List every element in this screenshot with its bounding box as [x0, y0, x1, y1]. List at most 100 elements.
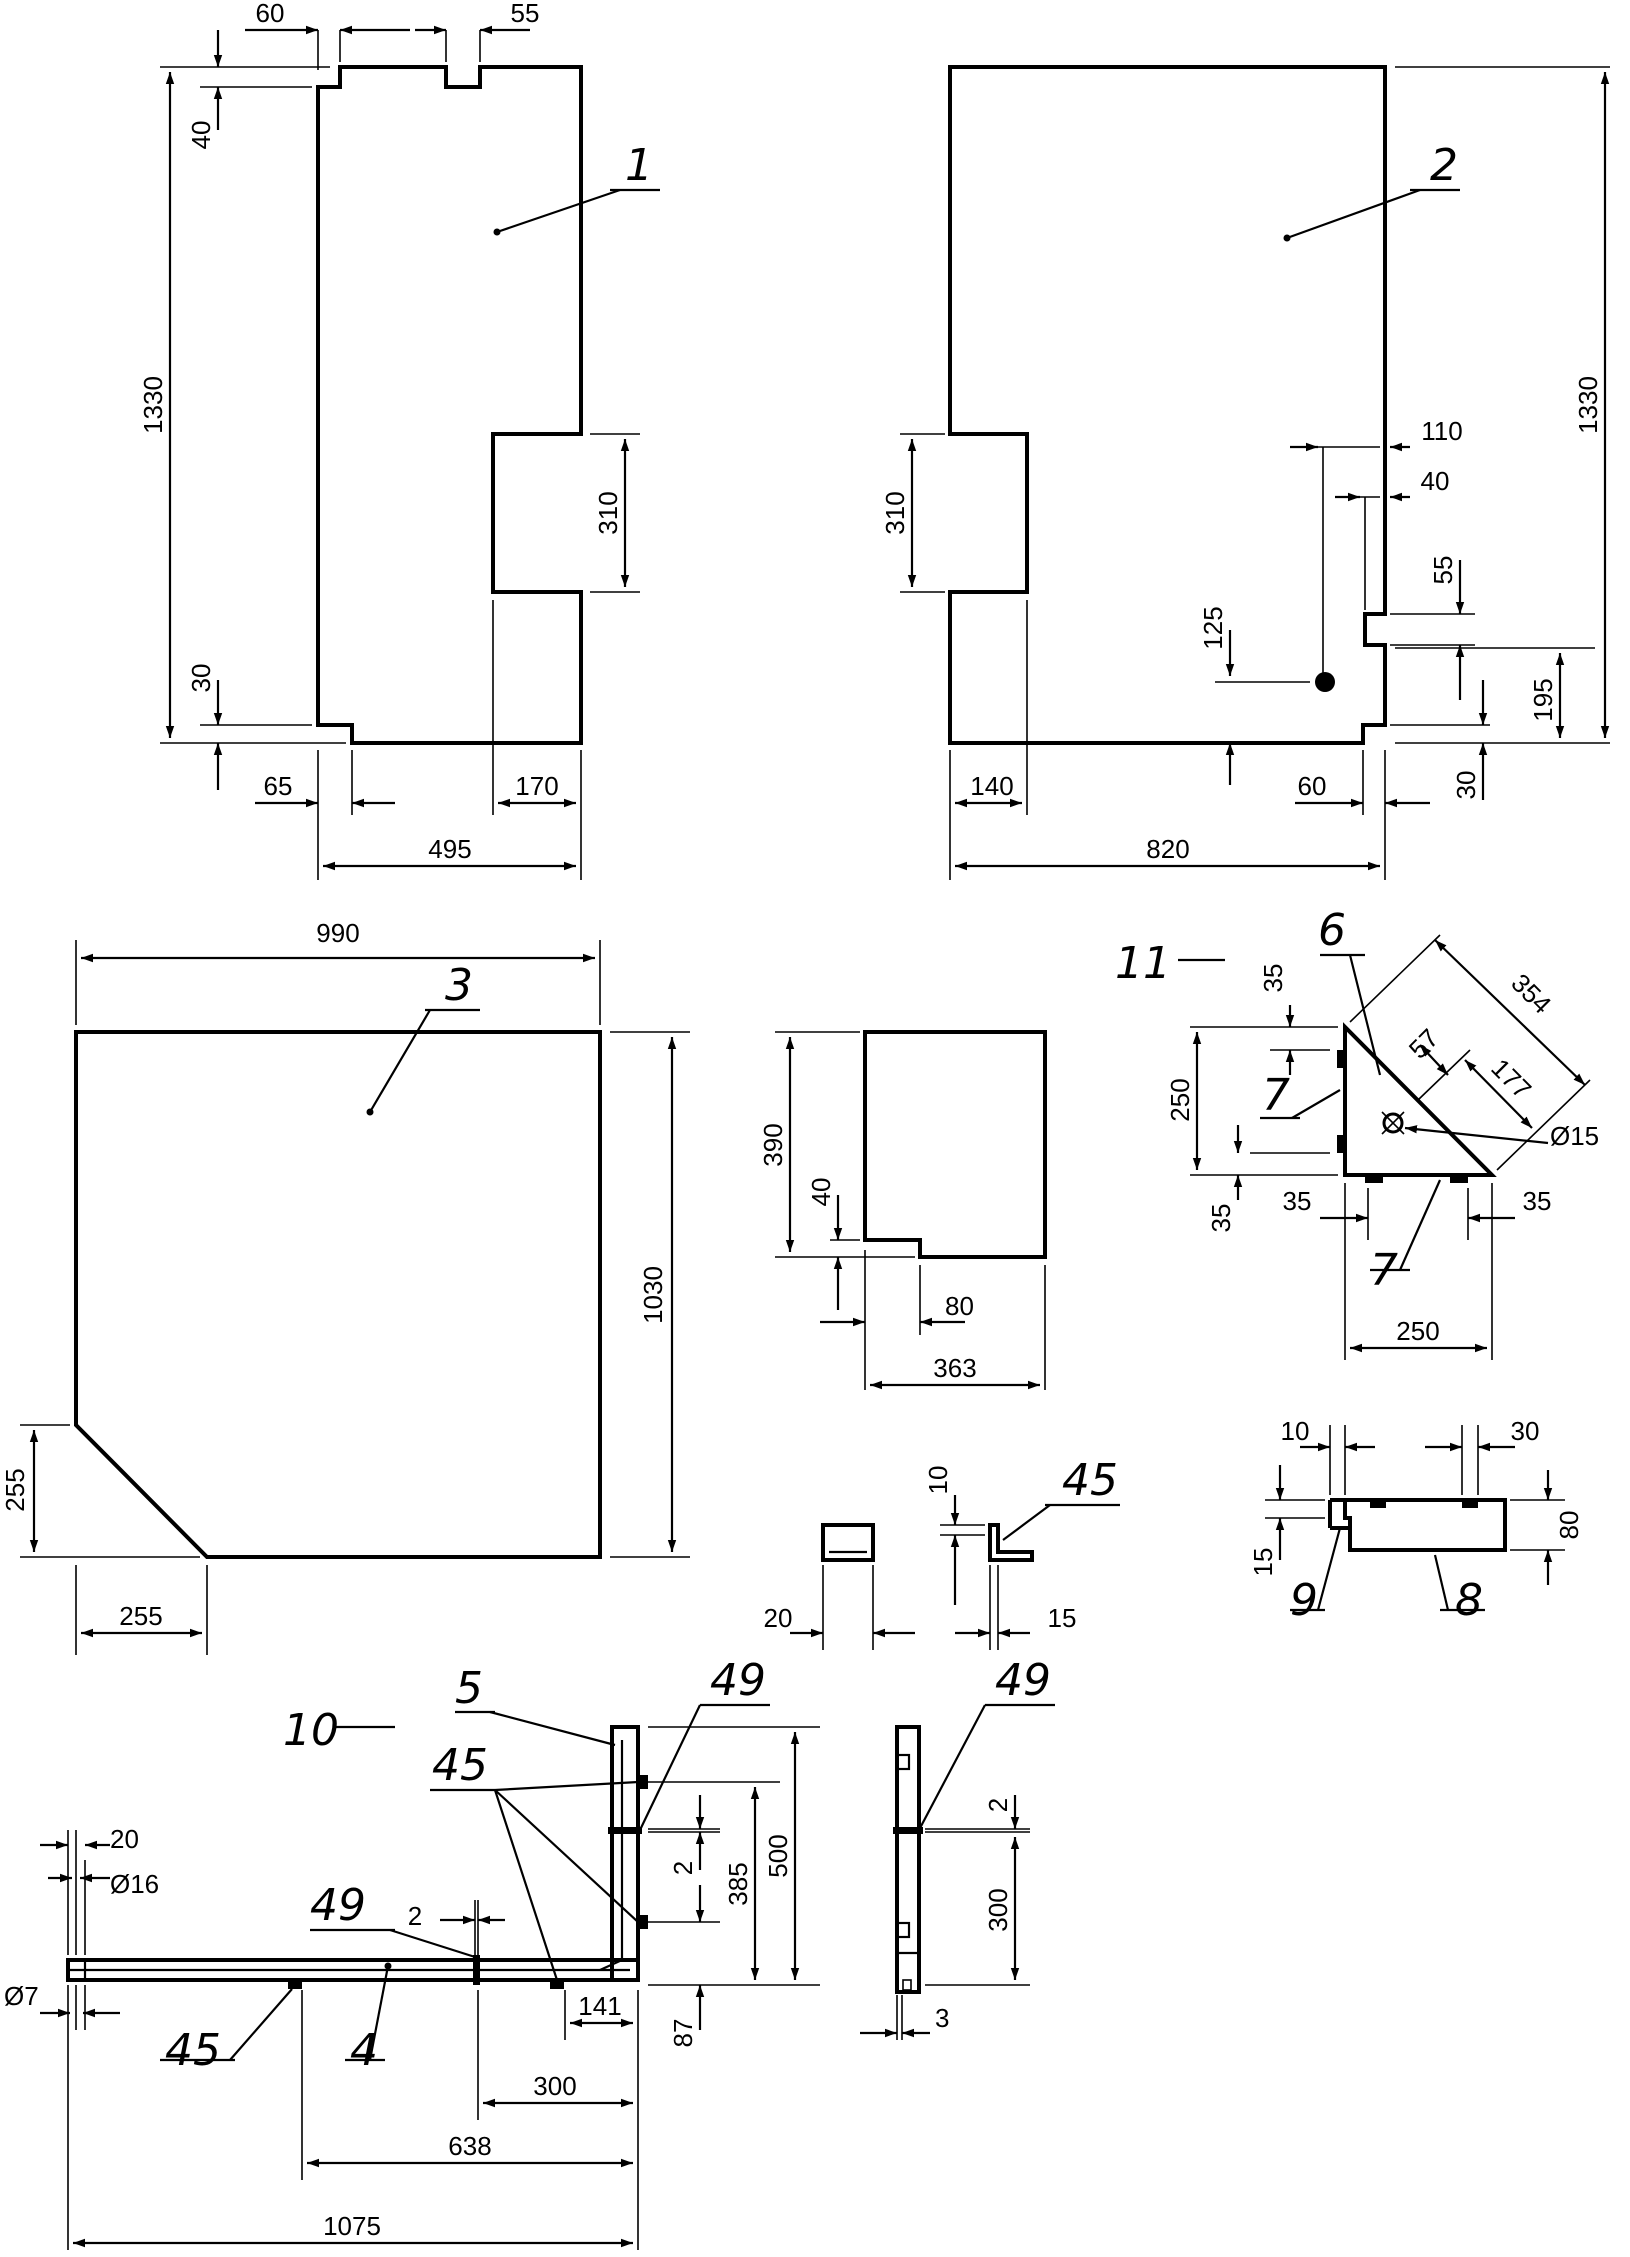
- dim-d16: Ø16: [110, 1869, 159, 1899]
- dim-177: 177: [1485, 1053, 1537, 1105]
- dim-40: 40: [806, 1178, 836, 1207]
- shelf-profile: 390 40 80 363: [758, 1030, 1047, 1390]
- part-10-label: 10: [283, 1705, 339, 1756]
- bracket-45: [988, 1523, 1034, 1562]
- dim-d7: Ø7: [4, 1981, 39, 2011]
- dim-141: 141: [578, 1991, 621, 2021]
- side-view-outline: [895, 1725, 921, 1994]
- part-1-outline: [316, 65, 583, 745]
- dim-d15: Ø15: [1550, 1121, 1599, 1151]
- part-8-label: 8: [1455, 1575, 1483, 1626]
- dim-170: 170: [515, 771, 558, 801]
- part-6-label: 6: [1318, 905, 1346, 956]
- drain-hole: [1315, 672, 1335, 692]
- assembly-10: 2 20 Ø16 Ø7: [4, 1655, 820, 2250]
- dim-2: 2: [983, 1798, 1013, 1812]
- dim-55: 55: [511, 0, 540, 28]
- dim-1330: 1330: [1573, 376, 1603, 434]
- shelf-profile-outline: [863, 1030, 1047, 1259]
- dim-990: 990: [316, 918, 359, 948]
- dim-40: 40: [186, 121, 216, 150]
- part-45-label: 45: [165, 2025, 221, 2076]
- clip-component: [821, 1523, 875, 1562]
- part-49-label: 49: [310, 1880, 366, 1931]
- dim-40: 40: [1421, 466, 1450, 496]
- dim-35: 35: [1258, 964, 1288, 993]
- dim-195: 195: [1528, 678, 1558, 721]
- dim-80: 80: [1554, 1511, 1584, 1540]
- part-2-panel: 1330 310 110 40 55 125 195 30 140 60 820…: [880, 65, 1610, 880]
- part-3-label: 3: [445, 960, 473, 1011]
- part-3-board: 990 1030 255 255 3: [0, 918, 690, 1655]
- dim-310: 310: [593, 491, 623, 534]
- dim-300: 300: [533, 2071, 576, 2101]
- dim-125: 125: [1198, 606, 1228, 649]
- part-7-label: 7: [1370, 1245, 1398, 1296]
- dim-1330: 1330: [138, 376, 168, 434]
- part-4-label: 4: [350, 2025, 378, 2076]
- dim-255-h: 255: [0, 1468, 30, 1511]
- dim-65: 65: [264, 771, 293, 801]
- part-1-label: 1: [625, 140, 653, 191]
- dim-20: 20: [764, 1603, 793, 1633]
- dim-10: 10: [1281, 1416, 1310, 1446]
- dim-60: 60: [256, 0, 285, 28]
- dim-140: 140: [970, 771, 1013, 801]
- dim-80: 80: [945, 1291, 974, 1321]
- dim-385: 385: [723, 1862, 753, 1905]
- dim-820: 820: [1146, 834, 1189, 864]
- dim-2: 2: [408, 1901, 422, 1931]
- dim-500: 500: [763, 1834, 793, 1877]
- part-49-label: 49: [710, 1655, 766, 1706]
- part-6-triangle: [1343, 1022, 1497, 1177]
- dim-310: 310: [880, 491, 910, 534]
- dim-354: 354: [1505, 968, 1557, 1020]
- dim-30: 30: [186, 664, 216, 693]
- part-11-corner-shelf: 35 250 35 57 354 177 Ø15 35 35 250 11 6 …: [1115, 905, 1599, 1360]
- small-components: 20 10 15 45: [764, 1455, 1120, 1650]
- dim-60: 60: [1298, 771, 1327, 801]
- dim-35: 35: [1206, 1204, 1236, 1233]
- board-5-side-view: 2 300 3 49: [860, 1655, 1055, 2040]
- dim-57: 57: [1403, 1023, 1445, 1065]
- dim-10: 10: [923, 1466, 953, 1495]
- dim-300: 300: [983, 1888, 1013, 1931]
- drain-hole: [1382, 1112, 1404, 1134]
- part-45-label: 45: [432, 1740, 488, 1791]
- part-7-label: 7: [1262, 1070, 1290, 1121]
- part-9-label: 9: [1290, 1575, 1318, 1626]
- dim-1075: 1075: [323, 2211, 381, 2241]
- part-45-label: 45: [1062, 1455, 1118, 1506]
- dim-110: 110: [1421, 416, 1462, 446]
- dim-55: 55: [1428, 556, 1458, 585]
- part-11-label: 11: [1115, 938, 1171, 989]
- dim-1030: 1030: [638, 1266, 668, 1324]
- dim-363: 363: [933, 1353, 976, 1383]
- dim-15: 15: [1248, 1548, 1278, 1577]
- part-8-outline: [1330, 1498, 1507, 1552]
- part-5-label: 5: [455, 1663, 483, 1714]
- dim-2: 2: [668, 1861, 698, 1875]
- dim-35: 35: [1283, 1186, 1312, 1216]
- part-3-outline: [74, 1030, 602, 1559]
- dim-250-w: 250: [1396, 1316, 1439, 1346]
- dim-250-h: 250: [1165, 1078, 1195, 1121]
- dim-638: 638: [448, 2131, 491, 2161]
- dim-495: 495: [428, 834, 471, 864]
- dim-87: 87: [668, 2019, 698, 2048]
- part-1-panel: 60 55 40 1330 310 30 65 170 495 1: [138, 0, 660, 880]
- part-8-tray: 10 30 15 80 9 8: [1248, 1416, 1584, 1626]
- dim-255-w: 255: [119, 1601, 162, 1631]
- dim-3: 3: [935, 2003, 949, 2033]
- part-2-label: 2: [1430, 140, 1458, 191]
- part-5-board: [610, 1725, 640, 1982]
- part-2-outline: [948, 65, 1387, 745]
- dim-20: 20: [110, 1824, 139, 1854]
- dim-35: 35: [1523, 1186, 1552, 1216]
- dim-15: 15: [1048, 1603, 1077, 1633]
- part-49-label: 49: [995, 1655, 1051, 1706]
- dim-30: 30: [1451, 771, 1481, 800]
- dim-30: 30: [1511, 1416, 1540, 1446]
- dim-390: 390: [758, 1123, 788, 1166]
